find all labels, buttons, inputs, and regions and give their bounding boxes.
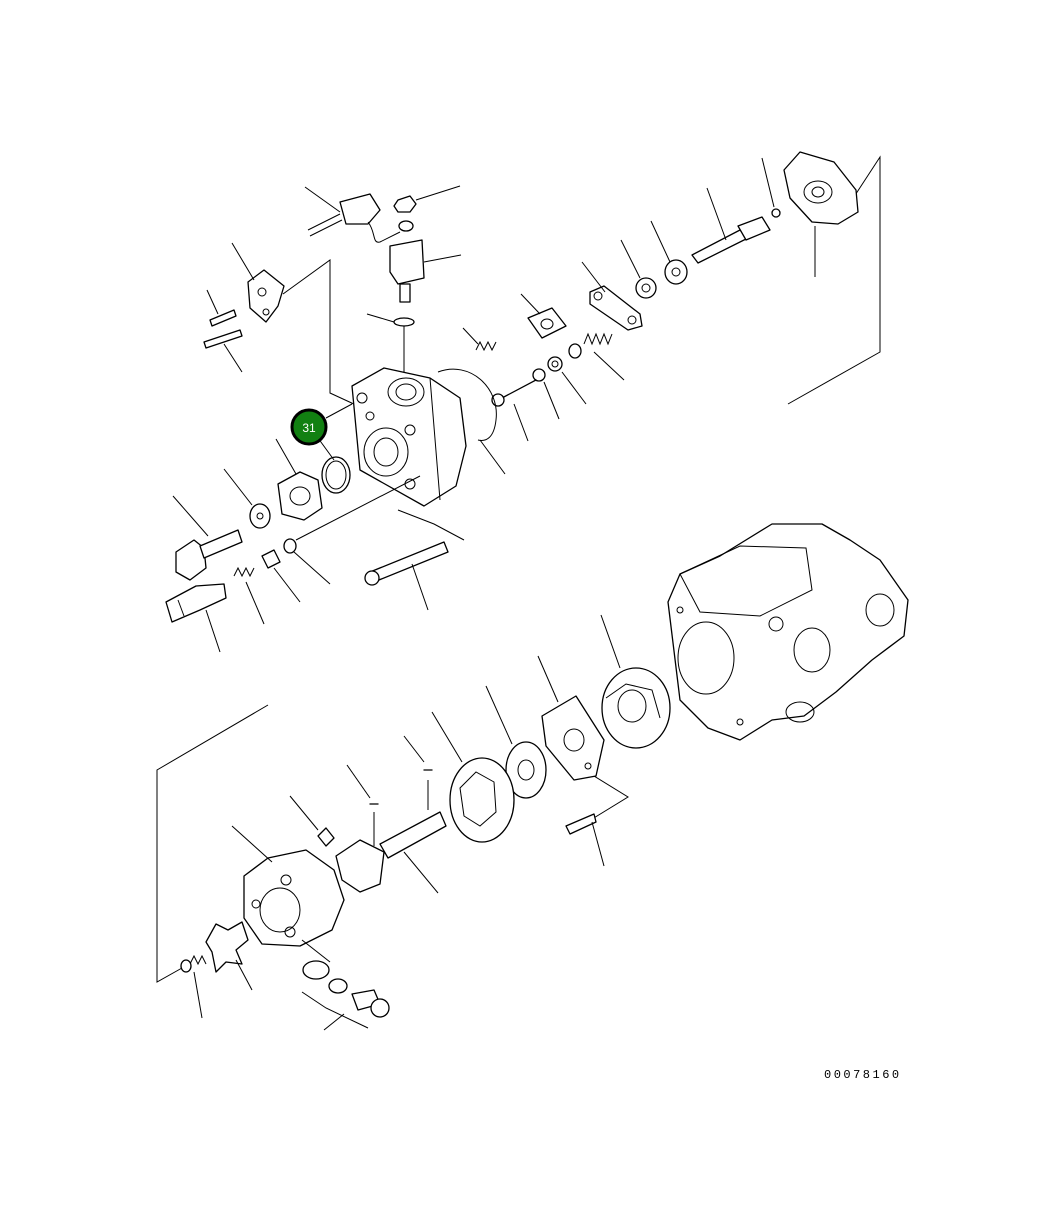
sleeve [301,989,390,1031]
o-ring-solenoid [366,313,415,374]
collar [520,293,567,339]
washer-a [650,220,688,285]
flange-plate [537,655,605,781]
washer-small [532,368,560,420]
seal-small [283,475,421,585]
spring-governor [180,954,207,1019]
bolt-small-a [206,289,237,327]
coupling-disc [485,685,547,799]
retainer-plate [581,261,643,331]
pump-housing [667,523,909,741]
spring-small [462,327,497,352]
plunger-shaft [691,187,771,264]
cam-plate [600,614,671,749]
o-ring-head [321,456,351,494]
governor-weight-holder [231,825,345,963]
washer-holder [223,468,271,529]
pump-head-body [351,367,467,507]
pin-a [403,735,433,810]
hex-bolt-large [172,495,243,581]
valve-holder [275,438,323,521]
inlet-fitting [165,583,227,653]
cross-block [205,921,253,991]
solenoid-connector [304,186,401,243]
governor-cover [783,151,859,277]
group-bracket-upper-left [282,259,357,406]
callout-31-circle[interactable] [290,408,328,446]
shim-ring [302,960,348,994]
gear-ring [431,711,515,843]
group-bracket-upper-right [787,155,881,405]
flange-screw [565,813,605,867]
bolt-small-b [203,329,243,373]
long-pin [491,379,537,442]
drive-shaft [335,811,447,894]
fitting-small [261,549,301,603]
nut [393,185,461,213]
drawing-number: 00078160 [824,1068,902,1082]
key-clip [289,795,335,847]
solenoid-valve [389,220,462,303]
spring-lower [233,566,265,625]
spring-upper [568,332,625,381]
small-washer [761,157,781,218]
clip-ring [620,239,657,299]
gasket-ring [437,368,506,475]
callout-31-badge[interactable]: 31 [290,403,353,461]
bracket-plate [231,242,285,323]
long-bolt [364,509,465,611]
pin-b [346,764,379,846]
o-ring-small [547,356,587,405]
